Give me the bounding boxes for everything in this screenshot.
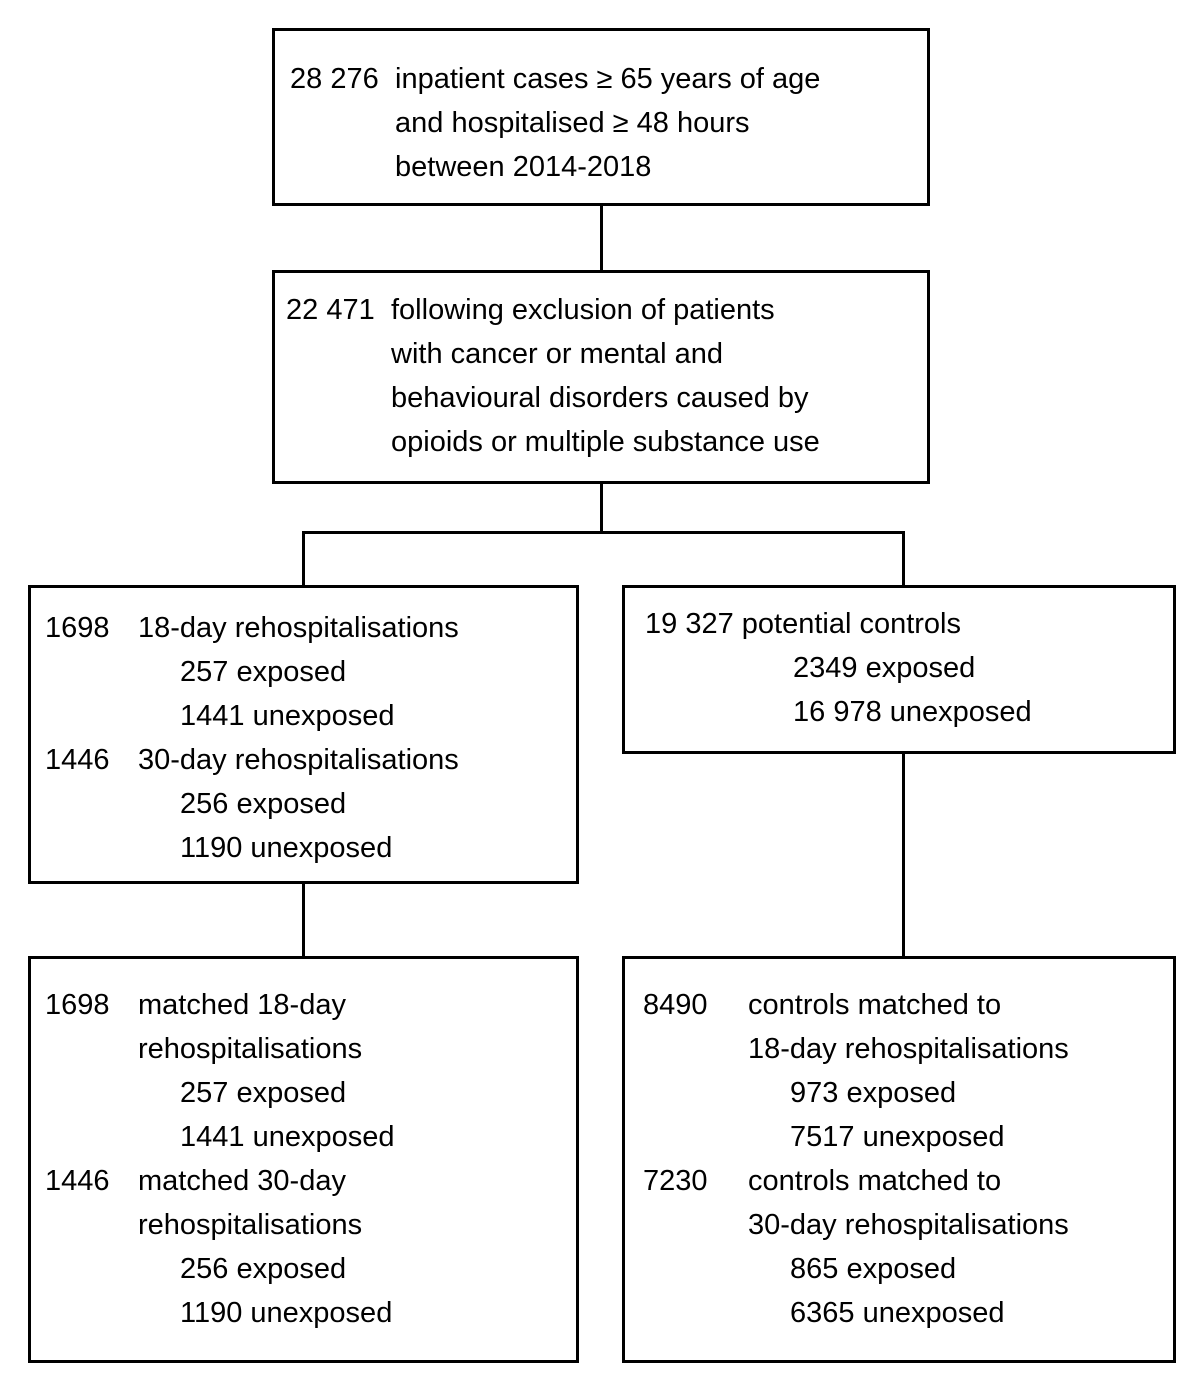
connector-branch-left-drop	[302, 531, 305, 585]
controls-18day-label-1: controls matched to	[748, 989, 1002, 1021]
controls-30day-label-2: 30-day rehospitalisations	[748, 1209, 1069, 1241]
potential-controls-exposed: 2349 exposed	[793, 652, 976, 684]
inpatient-cases-line-2: and hospitalised ≥ 48 hours	[395, 107, 750, 139]
box-after-exclusion: 22 471 following exclusion of patients w…	[272, 270, 930, 484]
connector-top-to-exclusion	[600, 206, 603, 270]
matched-18day-unexposed: 1441 unexposed	[180, 1121, 395, 1153]
rehosp-18day-label: 18-day rehospitalisations	[138, 612, 459, 644]
controls-30day-count: 7230	[643, 1165, 708, 1197]
after-exclusion-line-3: behavioural disorders caused by	[391, 382, 809, 414]
rehosp-30day-group: 1446 30-day rehospitalisations 256 expos…	[45, 738, 568, 870]
rehosp-30day-unexposed: 1190 unexposed	[180, 832, 393, 864]
box-matched-cases: 1698 matched 18-day rehospitalisations 2…	[28, 956, 579, 1363]
after-exclusion-line-1: following exclusion of patients	[391, 294, 775, 326]
connector-controls-to-matched	[902, 754, 905, 956]
box-potential-controls: 19 327 potential controls 2349 exposed 1…	[622, 585, 1176, 754]
connector-branch-right-drop	[902, 531, 905, 585]
box-inpatient-cases: 28 276 inpatient cases ≥ 65 years of age…	[272, 28, 930, 206]
controls-30day-label-1: controls matched to	[748, 1165, 1002, 1197]
matched-18day-count: 1698	[45, 989, 110, 1021]
controls-30day-exposed: 865 exposed	[790, 1253, 957, 1285]
box-rehospitalisation-cases: 1698 18-day rehospitalisations 257 expos…	[28, 585, 579, 884]
matched-18day-group: 1698 matched 18-day rehospitalisations 2…	[45, 983, 568, 1159]
matched-18day-exposed: 257 exposed	[180, 1077, 347, 1109]
after-exclusion-line-2: with cancer or mental and	[391, 338, 724, 370]
connector-exclusion-stem	[600, 484, 603, 534]
rehosp-30day-exposed: 256 exposed	[180, 788, 347, 820]
rehosp-30day-count: 1446	[45, 744, 110, 776]
rehosp-18day-count: 1698	[45, 612, 110, 644]
matched-30day-group: 1446 matched 30-day rehospitalisations 2…	[45, 1159, 568, 1335]
controls-18day-group: 8490 controls matched to 18-day rehospit…	[643, 983, 1165, 1159]
rehosp-18day-exposed: 257 exposed	[180, 656, 347, 688]
rehosp-18day-unexposed: 1441 unexposed	[180, 700, 395, 732]
potential-controls-heading: 19 327 potential controls	[645, 608, 961, 640]
matched-30day-label-1: matched 30-day	[138, 1165, 346, 1197]
controls-18day-unexposed: 7517 unexposed	[790, 1121, 1005, 1153]
rehosp-18day-group: 1698 18-day rehospitalisations 257 expos…	[45, 606, 568, 738]
matched-30day-label-2: rehospitalisations	[138, 1209, 363, 1241]
matched-30day-count: 1446	[45, 1165, 110, 1197]
matched-30day-unexposed: 1190 unexposed	[180, 1297, 393, 1329]
controls-30day-group: 7230 controls matched to 30-day rehospit…	[643, 1159, 1165, 1335]
inpatient-cases-line-1: inpatient cases ≥ 65 years of age	[395, 63, 821, 95]
after-exclusion-line-4: opioids or multiple substance use	[391, 426, 820, 458]
inpatient-cases-count: 28 276	[290, 63, 379, 95]
controls-18day-label-2: 18-day rehospitalisations	[748, 1033, 1069, 1065]
controls-18day-exposed: 973 exposed	[790, 1077, 957, 1109]
box-inpatient-cases-content: 28 276 inpatient cases ≥ 65 years of age…	[290, 57, 919, 189]
controls-30day-unexposed: 6365 unexposed	[790, 1297, 1005, 1329]
potential-controls-unexposed: 16 978 unexposed	[793, 696, 1032, 728]
connector-branch-horizontal	[302, 531, 905, 534]
after-exclusion-count: 22 471	[286, 294, 375, 326]
box-matched-controls: 8490 controls matched to 18-day rehospit…	[622, 956, 1176, 1363]
controls-18day-count: 8490	[643, 989, 708, 1021]
inpatient-cases-line-3: between 2014-2018	[395, 151, 652, 183]
box-after-exclusion-content: 22 471 following exclusion of patients w…	[286, 288, 919, 464]
rehosp-30day-label: 30-day rehospitalisations	[138, 744, 459, 776]
matched-30day-exposed: 256 exposed	[180, 1253, 347, 1285]
connector-cases-to-matched	[302, 884, 305, 956]
matched-18day-label-1: matched 18-day	[138, 989, 346, 1021]
matched-18day-label-2: rehospitalisations	[138, 1033, 363, 1065]
